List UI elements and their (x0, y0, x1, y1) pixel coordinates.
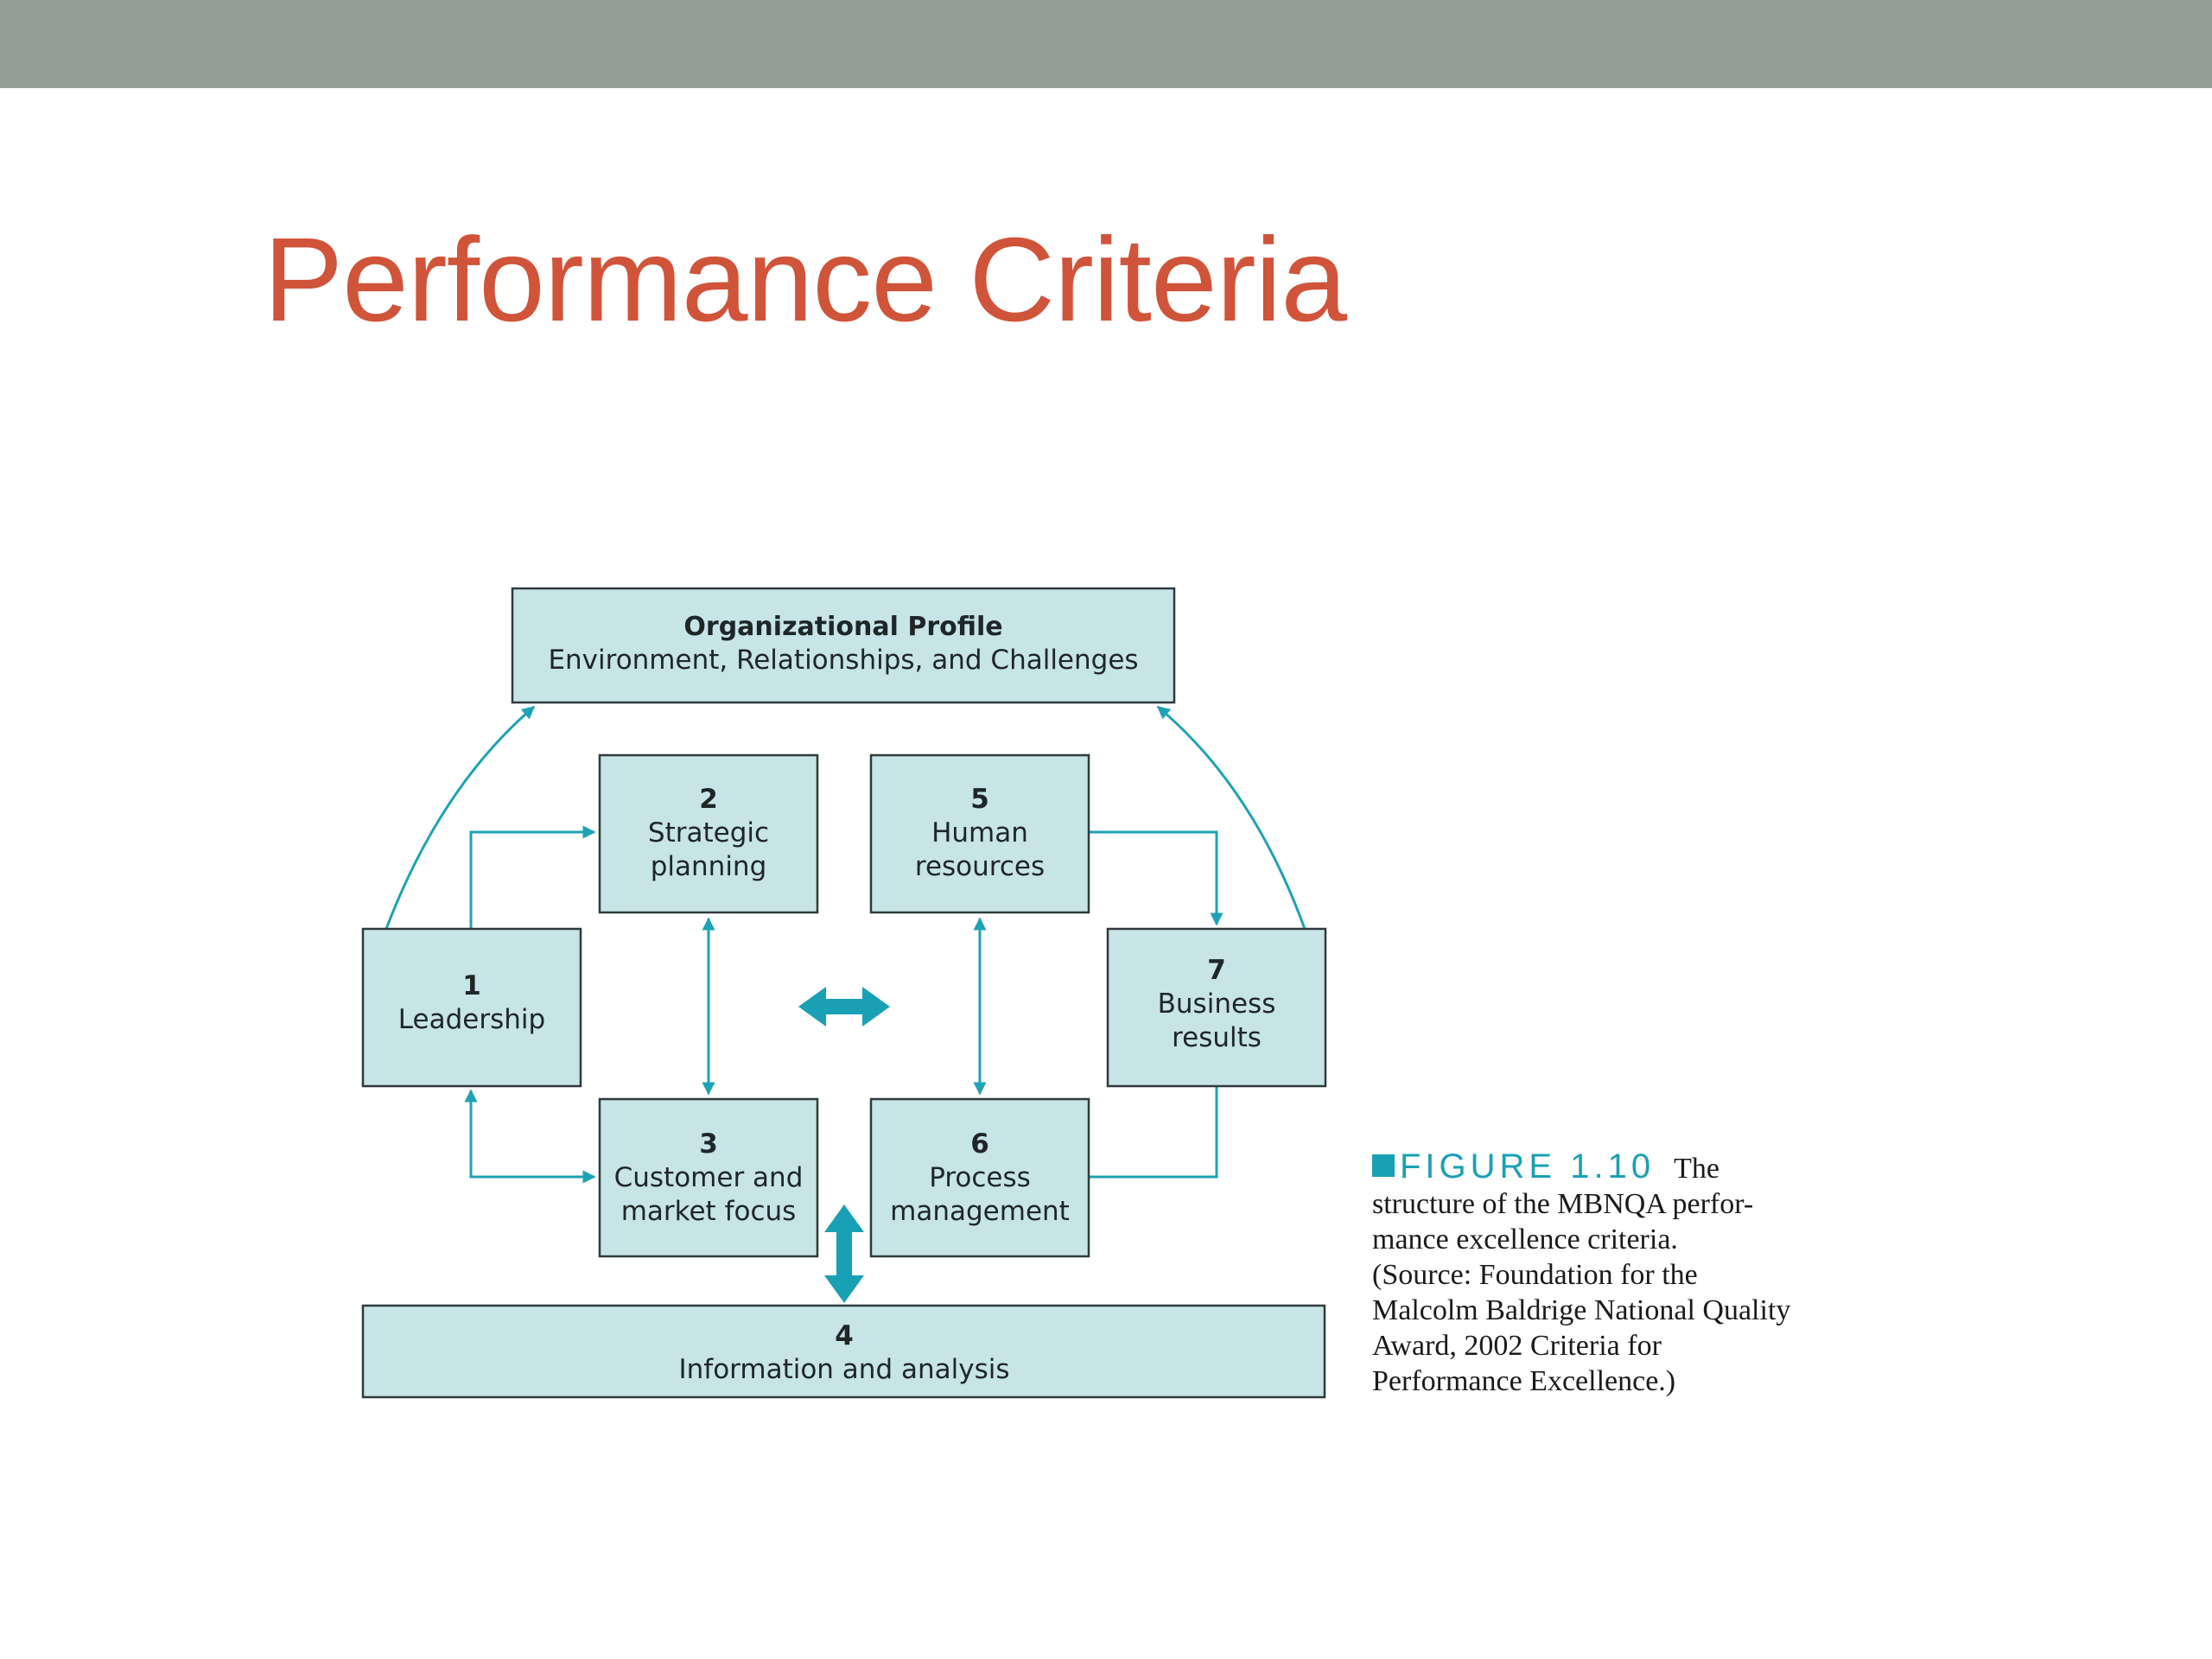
box-process-management: 6 Process management (869, 1097, 1090, 1258)
box-human-resources: 5 Human resources (869, 753, 1090, 914)
box-number: 2 (699, 784, 718, 815)
box-label-line: Human (931, 817, 1028, 849)
caption-text-line: The (1674, 1153, 1719, 1185)
caption-text-line: Malcolm Baldrige National Quality (1372, 1294, 1791, 1326)
box-number: 1 (462, 970, 481, 1001)
organizational-profile-box: Organizational Profile Environment, Rela… (511, 587, 1176, 704)
box-label-line: Leadership (398, 1004, 545, 1035)
caption-text-line: Award, 2002 Criteria for (1372, 1330, 1662, 1362)
box-label-line: management (890, 1196, 1070, 1227)
arrow-human-to-results (1090, 830, 1224, 926)
box-number: 6 (970, 1128, 989, 1160)
arrow-leadership-to-customer (464, 1089, 596, 1184)
box-label-line: Customer and (614, 1162, 804, 1193)
double-arrow-vertical-icon (824, 1205, 864, 1303)
box-customer-market-focus: 3 Customer and market focus (598, 1097, 819, 1258)
slide-title: Performance Criteria (264, 213, 1347, 346)
box-label-line: Process (929, 1162, 1031, 1193)
figure-caption: FIGURE 1.10 The structure of the MBNQA pe… (1372, 1149, 1821, 1399)
connectors (385, 705, 1306, 1184)
box-information-analysis: 4 Information and analysis (361, 1304, 1326, 1399)
caption-first-line: FIGURE 1.10 The (1372, 1149, 1821, 1186)
box-label-line: resources (915, 851, 1045, 882)
profile-title: Organizational Profile (683, 612, 1002, 642)
box-number: 7 (1207, 955, 1226, 986)
box-label-line: Strategic (648, 817, 769, 849)
box-strategic-planning: 2 Strategic planning (598, 753, 819, 914)
box-leadership: 1 Leadership (361, 927, 582, 1088)
caption-text-line: Performance Excellence.) (1372, 1365, 1676, 1397)
box-label-line: Business (1158, 988, 1276, 1020)
box-label-line: results (1172, 1022, 1262, 1053)
box-label-line: Information and analysis (679, 1354, 1010, 1385)
double-arrow-horizontal-icon (798, 987, 890, 1027)
arc-leadership-to-profile (385, 705, 536, 930)
box-label-line: market focus (621, 1196, 797, 1227)
box-number: 5 (970, 784, 989, 815)
line-process-to-results (1090, 1086, 1218, 1179)
arc-results-to-profile (1156, 705, 1306, 930)
square-bullet-icon (1372, 1154, 1395, 1177)
box-number: 3 (699, 1128, 718, 1160)
caption-text-line: (Source: Foundation for the (1372, 1259, 1698, 1291)
top-bar (0, 0, 2212, 88)
box-business-results: 7 Business results (1106, 927, 1327, 1088)
caption-text-line: structure of the MBNQA perfor- (1372, 1188, 1754, 1220)
profile-subtitle: Environment, Relationships, and Challeng… (548, 645, 1138, 676)
arrow-leadership-to-strategic (469, 825, 596, 929)
caption-text-line: mance excellence criteria. (1372, 1224, 1678, 1255)
box-label-line: planning (651, 851, 767, 882)
box-number: 4 (835, 1320, 854, 1351)
caption-label: FIGURE 1.10 (1400, 1147, 1656, 1185)
